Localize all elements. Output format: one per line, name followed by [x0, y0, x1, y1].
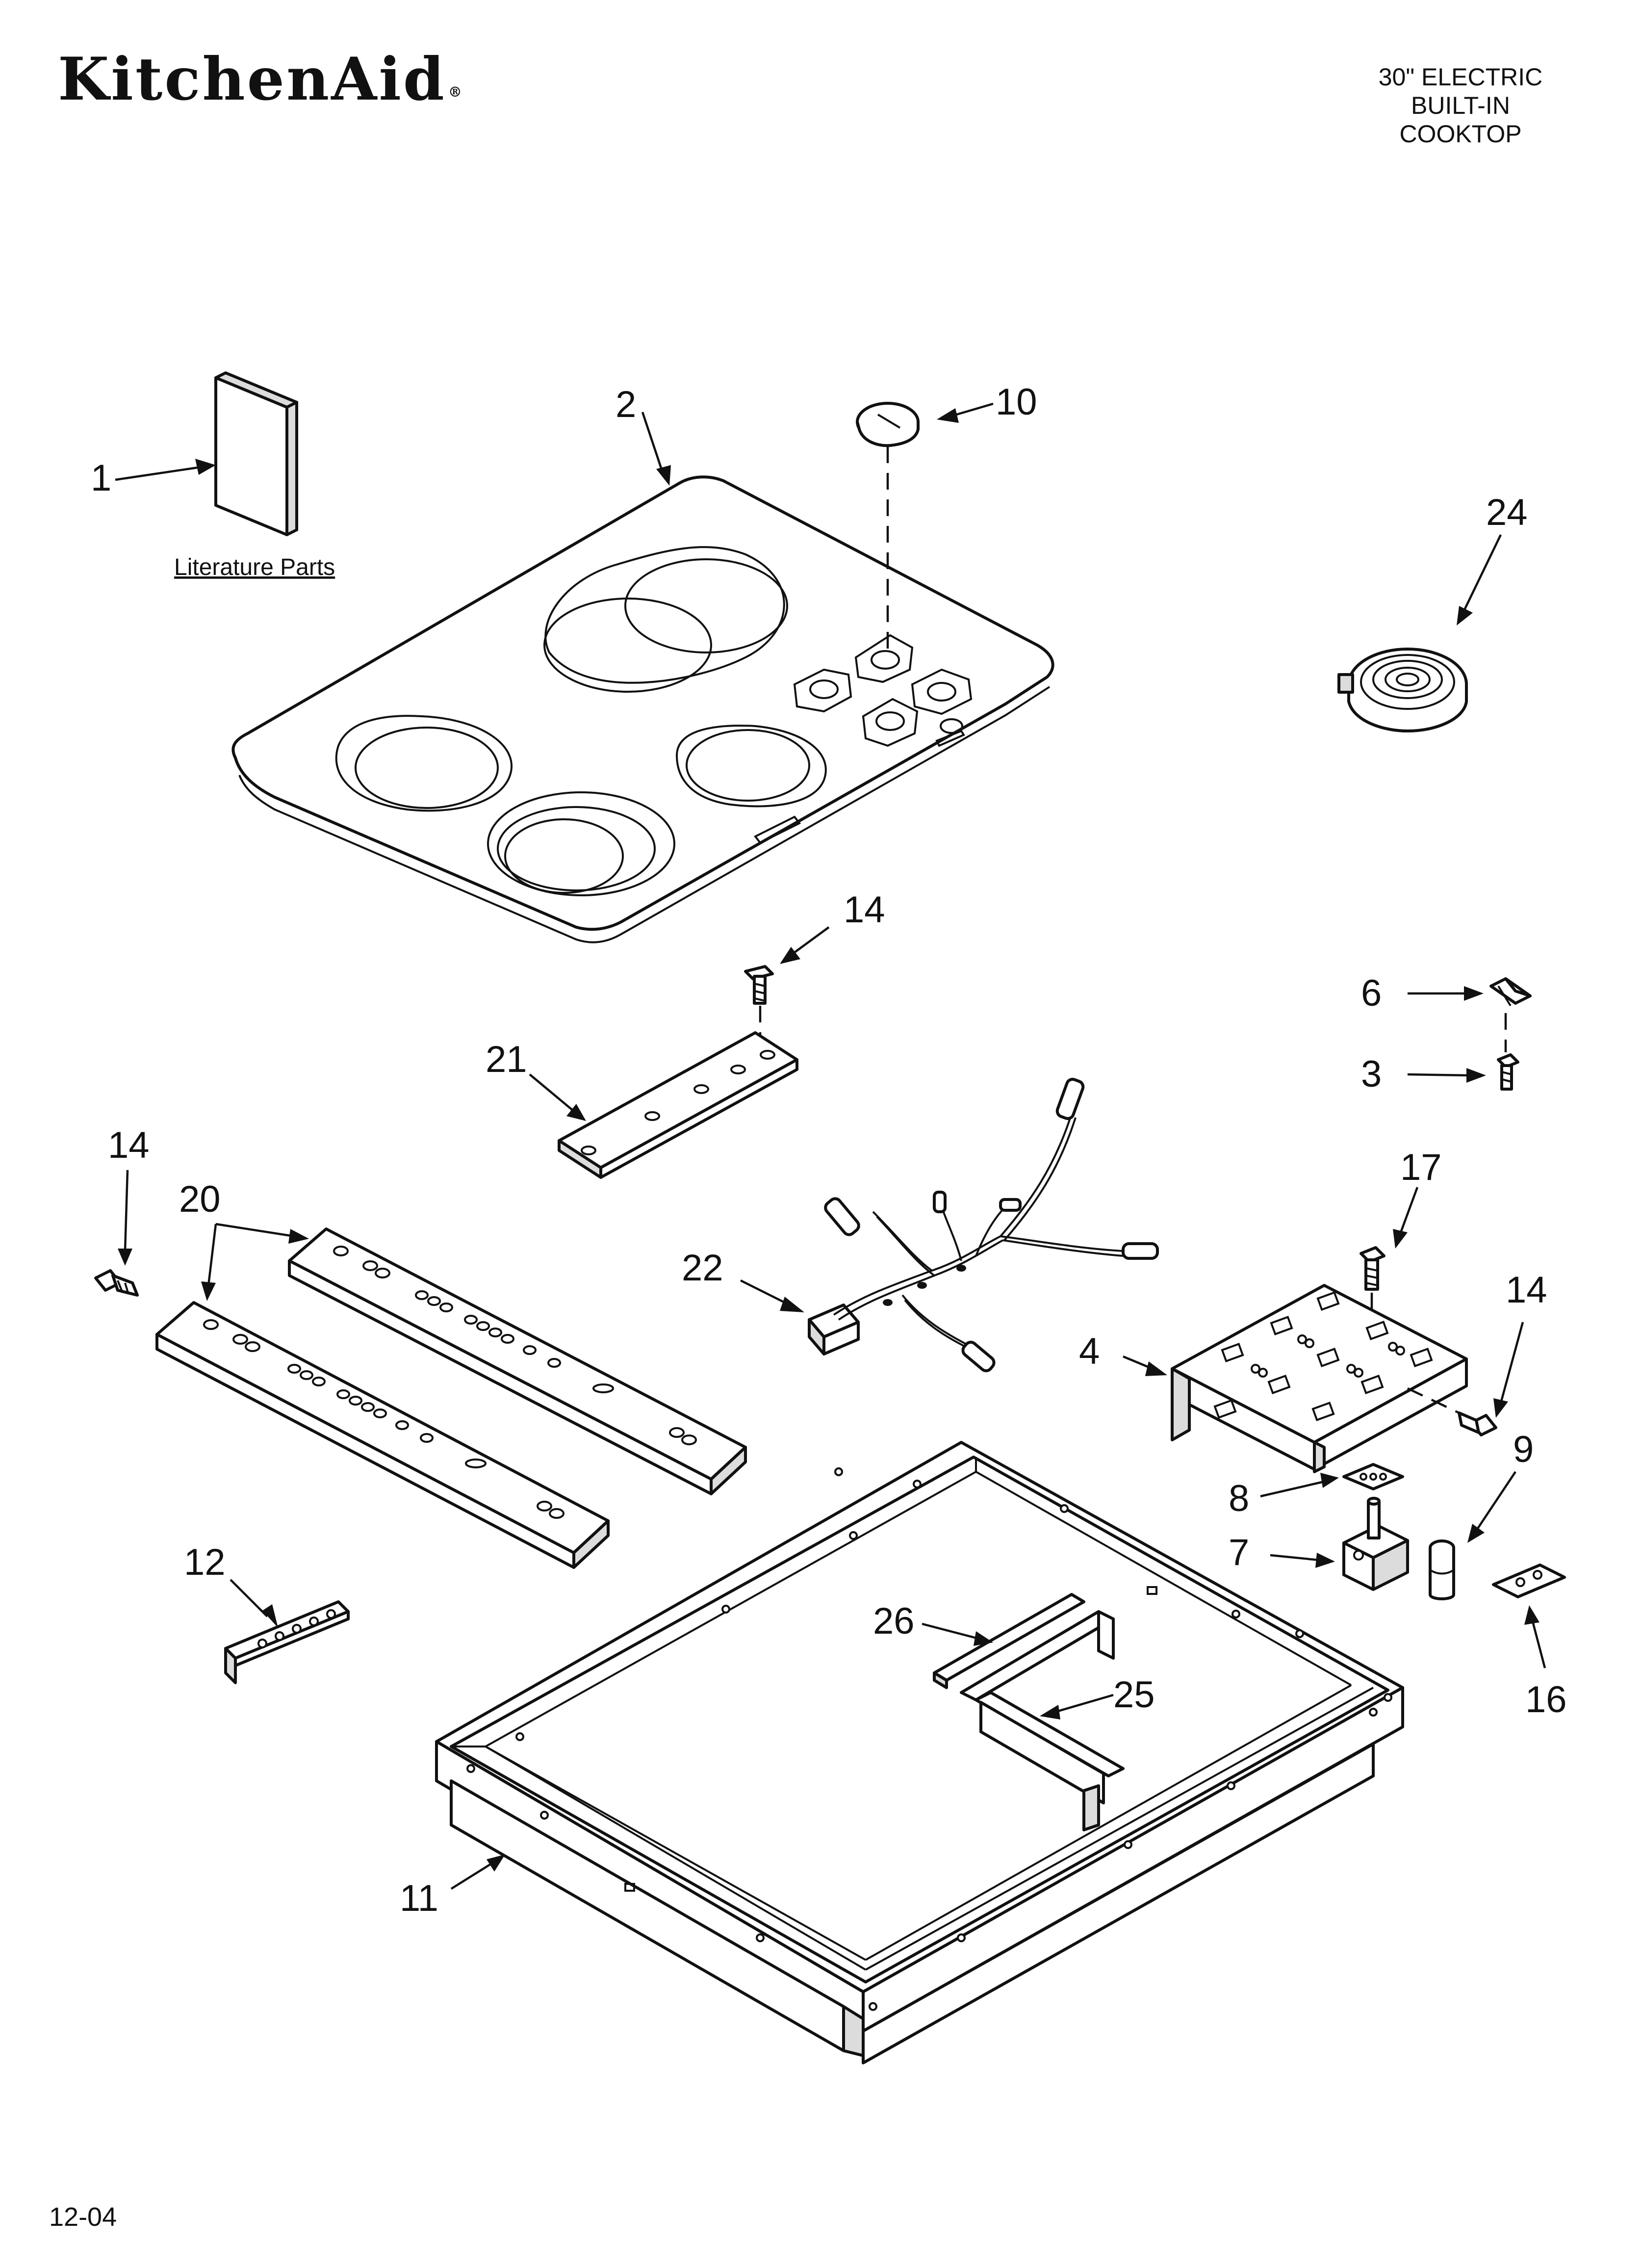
kitchenaid-logo: KitchenAid® — [58, 45, 464, 114]
part-4-switch-bracket — [1171, 1284, 1468, 1473]
model-title-line-3: COOKTOP — [1399, 120, 1522, 148]
label-part-14-right: 14 — [1506, 1269, 1547, 1311]
label-part-14-left: 14 — [108, 1124, 150, 1166]
part-14-screw-upper — [744, 965, 774, 1005]
part-22-wire-harness — [808, 1077, 1159, 1373]
part-3-screw — [1497, 1053, 1519, 1091]
label-part-9: 9 — [1513, 1429, 1534, 1470]
model-title-line-1: 30" ELECTRIC — [1378, 63, 1543, 91]
part-17-screw — [1360, 1246, 1385, 1291]
label-part-4: 4 — [1079, 1330, 1100, 1372]
part-26-support-strip — [933, 1593, 1085, 1689]
label-part-21: 21 — [486, 1039, 527, 1080]
part-24-radiant-element — [1337, 648, 1468, 732]
label-part-1: 1 — [91, 457, 111, 499]
label-part-6: 6 — [1361, 972, 1382, 1014]
revision-date-code: 12-04 — [49, 2202, 117, 2232]
label-part-22: 22 — [682, 1247, 723, 1289]
label-part-16: 16 — [1525, 1679, 1567, 1721]
label-part-25: 25 — [1113, 1674, 1155, 1716]
label-part-3: 3 — [1361, 1053, 1382, 1095]
part-14-screw-right — [1458, 1411, 1497, 1436]
part-16-mounting-plate — [1492, 1564, 1566, 1598]
model-title-line-2: BUILT-IN — [1411, 92, 1510, 119]
label-part-24: 24 — [1486, 492, 1528, 533]
part-8-switch-plate — [1342, 1463, 1404, 1490]
label-part-2: 2 — [616, 384, 636, 425]
label-part-12: 12 — [184, 1541, 226, 1583]
label-part-7: 7 — [1229, 1532, 1249, 1573]
part-9-indicator-light — [1429, 1539, 1455, 1600]
label-part-20: 20 — [179, 1178, 221, 1220]
label-part-10: 10 — [996, 381, 1037, 423]
part-20-rail-upper — [288, 1227, 747, 1495]
part-6-clip — [1489, 977, 1532, 1007]
part-10-control-knob — [856, 402, 920, 447]
part-21-front-bracket — [558, 1031, 798, 1179]
label-part-17: 17 — [1400, 1147, 1442, 1188]
label-part-14-upper: 14 — [844, 889, 885, 931]
part-20-rail-lower — [155, 1301, 610, 1569]
label-part-26: 26 — [873, 1600, 915, 1642]
part-25-support-bracket — [960, 1610, 1125, 1831]
part-12-small-bracket — [224, 1600, 350, 1684]
part-14-screw-left — [94, 1269, 139, 1297]
model-title: 30" ELECTRIC BUILT-IN COOKTOP — [1338, 63, 1583, 148]
part-2-cooktop-glass — [231, 475, 1054, 943]
part-11-cooktop-box — [435, 1441, 1404, 2064]
label-part-11: 11 — [400, 1877, 438, 1919]
label-part-8: 8 — [1229, 1478, 1249, 1519]
part-7-infinite-switch — [1342, 1497, 1409, 1591]
literature-parts-label: Literature Parts — [174, 554, 335, 580]
part-1-literature — [214, 371, 298, 536]
